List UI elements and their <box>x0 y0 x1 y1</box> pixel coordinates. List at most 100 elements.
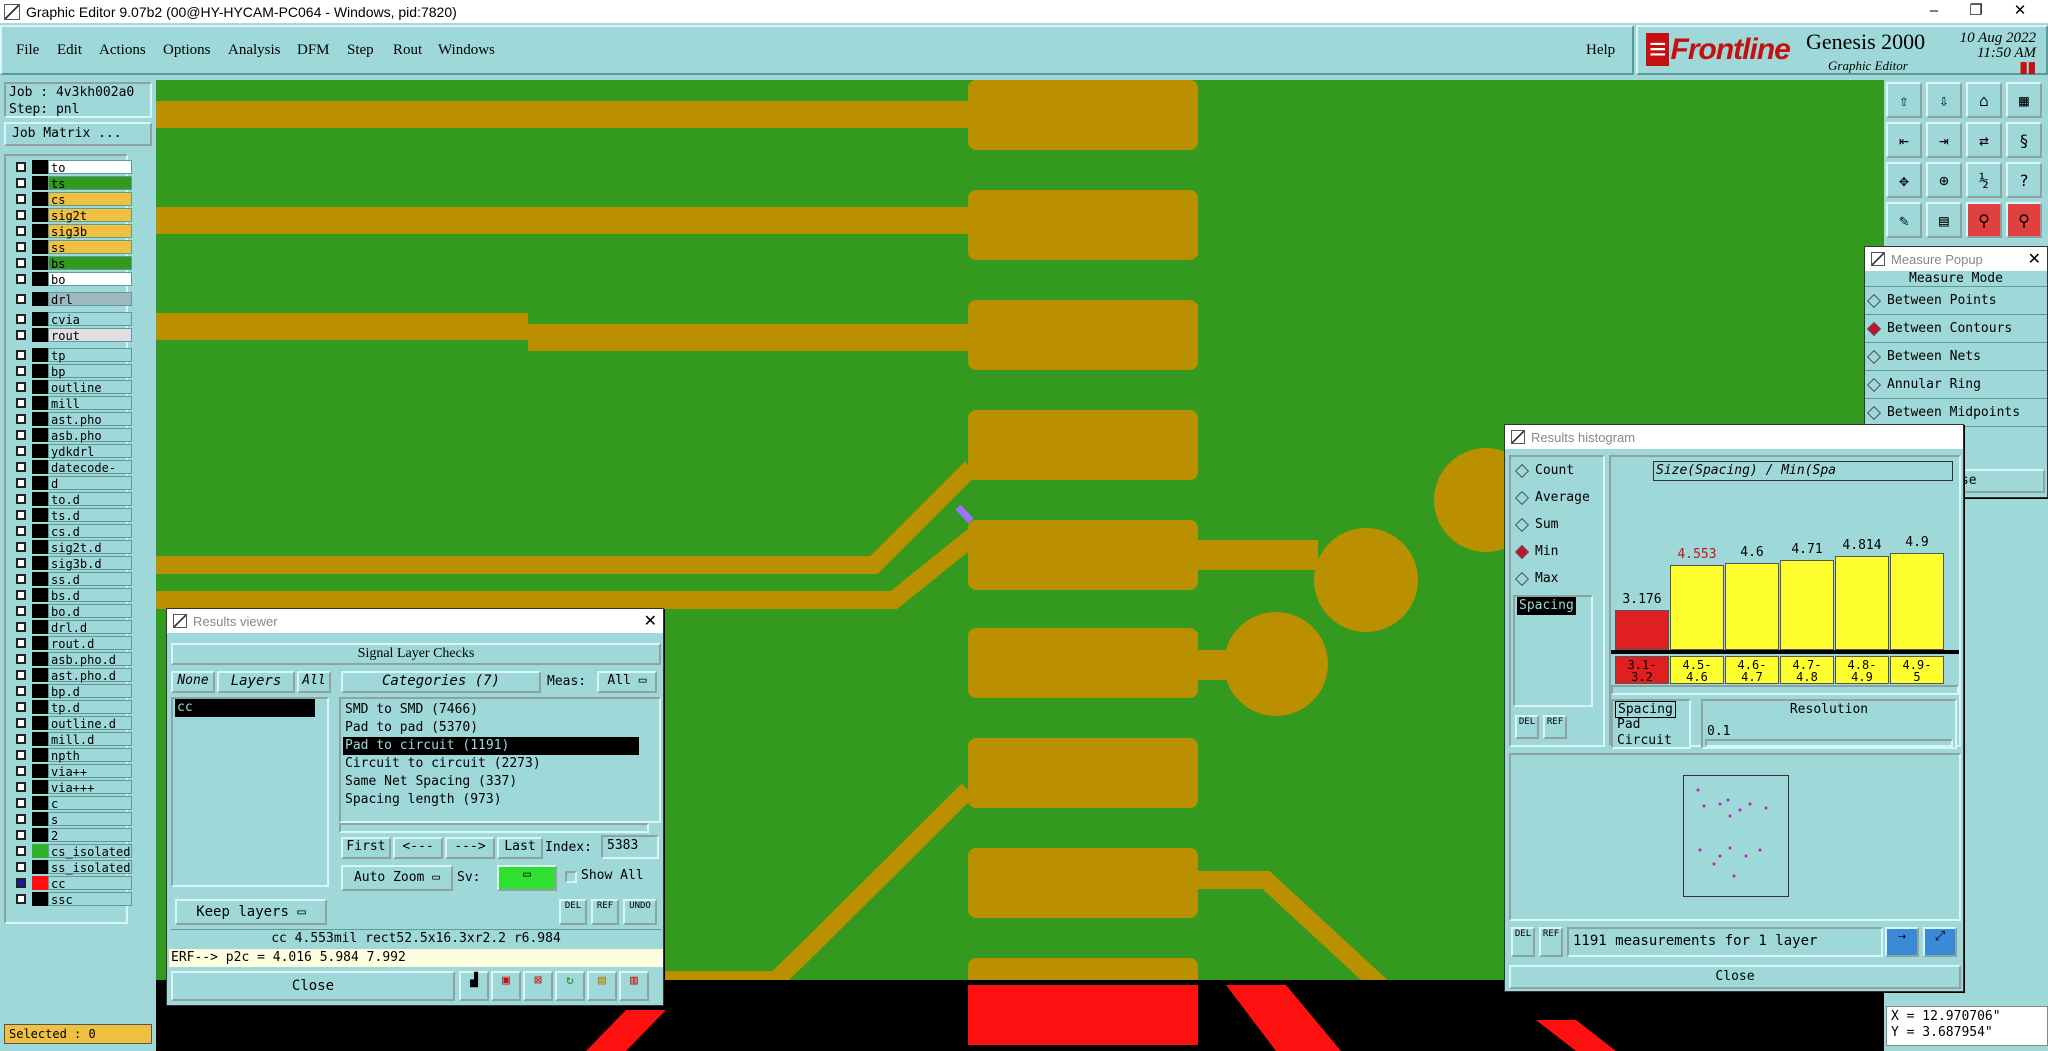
layer-name[interactable]: sig2t.d <box>48 540 132 555</box>
measure-mode-between-contours[interactable]: Between Contours <box>1865 315 2047 343</box>
layer-checkbox[interactable] <box>16 638 26 648</box>
layer-checkbox[interactable] <box>16 750 26 760</box>
menu-analysis[interactable]: Analysis <box>228 42 281 58</box>
layer-name[interactable]: bs <box>48 256 132 271</box>
layer-row-ast-pho-d[interactable]: ast.pho.d <box>12 668 132 683</box>
layer-row-bo[interactable]: bo <box>12 272 132 287</box>
layer-color-swatch[interactable] <box>32 396 50 410</box>
layer-row-mill-d[interactable]: mill.d <box>12 732 132 747</box>
layer-checkbox[interactable] <box>16 590 26 600</box>
layer-color-swatch[interactable] <box>32 684 50 698</box>
layer-color-swatch[interactable] <box>32 328 50 342</box>
radio-diamond-icon[interactable] <box>1514 490 1530 505</box>
preview-del-button[interactable]: DEL <box>1511 927 1535 957</box>
keep-layers-select[interactable]: Keep layers ▭ <box>175 899 327 925</box>
house-icon[interactable]: ⌂ <box>1966 82 2002 118</box>
menu-edit[interactable]: Edit <box>57 42 82 58</box>
layer-checkbox[interactable] <box>16 862 26 872</box>
layer-name[interactable]: asb.pho <box>48 428 132 443</box>
menu-rout[interactable]: Rout <box>393 42 423 58</box>
histogram-list[interactable]: Spacing <box>1513 595 1593 707</box>
export-icon[interactable]: ⇢ <box>1885 927 1919 957</box>
layer-row-cvia[interactable]: cvia <box>12 312 132 327</box>
layer-color-swatch[interactable] <box>32 892 50 906</box>
histogram-bar[interactable] <box>1725 563 1779 650</box>
measure-icon[interactable]: ✎ <box>1886 202 1922 238</box>
severity-select[interactable]: ▭ <box>497 865 557 891</box>
layer-row-drl[interactable]: drl <box>12 292 132 307</box>
net-highlight-icon[interactable]: ⚲ <box>1966 202 2002 238</box>
layer-row-via-[interactable]: via++ <box>12 764 132 779</box>
layer-row-sig2t-d[interactable]: sig2t.d <box>12 540 132 555</box>
stat-radio-count[interactable]: Count <box>1513 463 1574 478</box>
layer-name[interactable]: datecode-pto <box>48 460 132 489</box>
histogram-bar[interactable] <box>1835 556 1889 650</box>
layer-name[interactable]: c <box>48 796 132 811</box>
layer-name[interactable]: cs <box>48 192 132 207</box>
layer-name[interactable]: ss_isolated <box>48 860 132 875</box>
layer-name[interactable]: 2 <box>48 828 132 843</box>
layer-checkbox[interactable] <box>16 846 26 856</box>
layer-checkbox[interactable] <box>16 782 26 792</box>
layer-name[interactable]: to <box>48 160 132 175</box>
layer-name[interactable]: rout.d <box>48 636 132 651</box>
layer-checkbox[interactable] <box>16 478 26 488</box>
histogram-close-button[interactable]: Close <box>1509 965 1961 989</box>
grid-toggle-icon[interactable]: ▤ <box>1926 202 1962 238</box>
layer-color-swatch[interactable] <box>32 556 50 570</box>
histogram-ref-button[interactable]: REF <box>1543 715 1567 739</box>
layer-name[interactable]: asb.pho.d <box>48 652 132 667</box>
layer-name[interactable]: via++ <box>48 764 132 779</box>
layer-color-swatch[interactable] <box>32 764 50 778</box>
layer-row-2[interactable]: 2 <box>12 828 132 843</box>
layer-checkbox[interactable] <box>16 510 26 520</box>
measure-mode-between-points[interactable]: Between Points <box>1865 287 2047 315</box>
pan-left-icon[interactable]: ⇤ <box>1886 122 1922 158</box>
layer-checkbox[interactable] <box>16 894 26 904</box>
layer-name[interactable]: ss <box>48 240 132 255</box>
histogram-bar[interactable] <box>1890 553 1944 650</box>
layer-color-swatch[interactable] <box>32 272 50 286</box>
layer-color-swatch[interactable] <box>32 844 50 858</box>
layer-name[interactable]: cc <box>48 876 132 891</box>
layer-color-swatch[interactable] <box>32 748 50 762</box>
menu-file[interactable]: File <box>16 42 40 58</box>
last-button[interactable]: Last <box>497 837 543 859</box>
layer-row-to-d[interactable]: to.d <box>12 492 132 507</box>
radio-diamond-icon[interactable] <box>1514 571 1530 586</box>
layer-checkbox[interactable] <box>16 226 26 236</box>
layer-name[interactable]: drl.d <box>48 620 132 635</box>
layer-checkbox[interactable] <box>16 462 26 472</box>
layer-row-rout[interactable]: rout <box>12 328 132 343</box>
layer-color-swatch[interactable] <box>32 240 50 254</box>
layer-checkbox[interactable] <box>16 686 26 696</box>
layer-color-swatch[interactable] <box>32 444 50 458</box>
layer-checkbox[interactable] <box>16 162 26 172</box>
menu-options[interactable]: Options <box>163 42 211 58</box>
layer-color-swatch[interactable] <box>32 540 50 554</box>
pan-right-icon[interactable]: ⇥ <box>1926 122 1962 158</box>
layer-name[interactable]: bs.d <box>48 588 132 603</box>
layer-color-swatch[interactable] <box>32 460 50 474</box>
help-icon[interactable]: ? <box>2006 162 2042 198</box>
zoom-icon[interactable]: ⤢ <box>1923 927 1957 957</box>
bin-range-label[interactable]: 4.6-4.7 <box>1725 656 1779 684</box>
layer-name[interactable]: ast.pho.d <box>48 668 132 683</box>
layer-row-ssc[interactable]: ssc <box>12 892 132 907</box>
layer-color-swatch[interactable] <box>32 620 50 634</box>
stat-radio-min[interactable]: Min <box>1513 544 1558 559</box>
histogram-scrollbar[interactable] <box>1611 685 1959 695</box>
layer-checkbox[interactable] <box>16 494 26 504</box>
bin-range-label[interactable]: 4.9-5 <box>1890 656 1944 684</box>
layer-color-swatch[interactable] <box>32 668 50 682</box>
flip-icon[interactable]: ⇄ <box>1966 122 2002 158</box>
layer-name[interactable]: via+++ <box>48 780 132 795</box>
layer-row-tp[interactable]: tp <box>12 348 132 363</box>
layer-color-swatch[interactable] <box>32 292 50 306</box>
radio-diamond-icon[interactable] <box>1866 405 1882 420</box>
layer-row-asb-pho-d[interactable]: asb.pho.d <box>12 652 132 667</box>
layer-checkbox[interactable] <box>16 430 26 440</box>
layer-checkbox[interactable] <box>16 654 26 664</box>
layer-checkbox[interactable] <box>16 178 26 188</box>
layer-name[interactable]: outline.d <box>48 716 132 731</box>
